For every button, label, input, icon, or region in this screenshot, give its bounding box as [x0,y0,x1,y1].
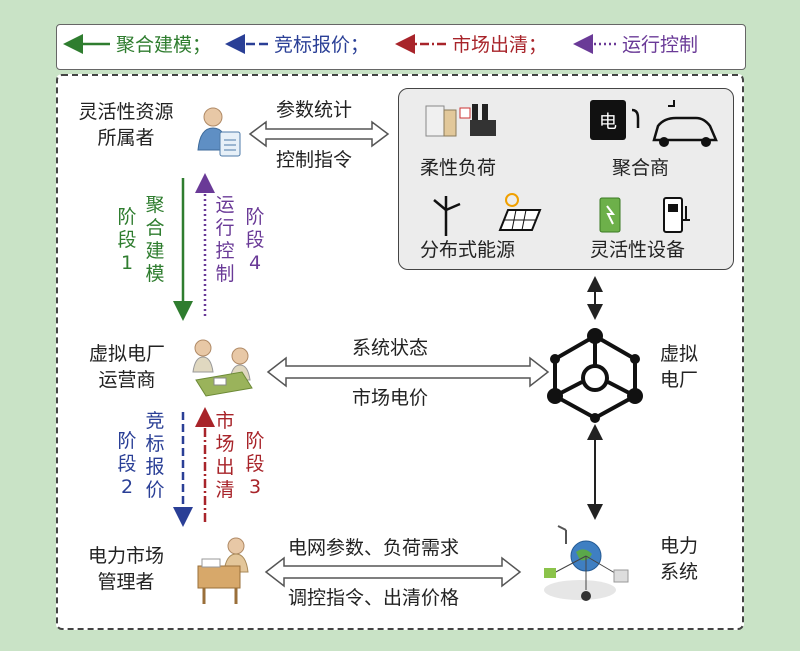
stage3-name: 市场出清 [215,410,235,501]
operator-label-2: 运营商 [98,369,156,391]
middle-double-arrow [266,356,550,388]
manager-label-1: 电力市场 [87,545,164,567]
top-exchange-lower: 控制指令 [276,149,353,171]
svg-text:电: 电 [599,112,617,133]
owner-person-icon [197,107,241,157]
power-system-label-1: 电力 [660,535,699,557]
flexible-load-label: 柔性负荷 [420,157,497,179]
legend-control-label: 运行控制 [622,34,699,56]
operator-label-1: 虚拟电厂 [88,343,165,365]
bottom-exchange-lower: 调控指令、出清价格 [288,587,460,609]
aggregator-label: 聚合商 [612,157,670,179]
stage4-label: 阶段4 [245,206,265,274]
bottom-double-arrow [264,556,522,588]
top-exchange-upper: 参数统计 [276,99,353,121]
manager-label-2: 管理者 [97,571,155,593]
solar-panel-icon [498,193,542,231]
flexible-load-icon [425,104,496,137]
vpp-network-icon [553,333,637,421]
manager-desk-icon [197,537,249,604]
flexible-device-label: 灵活性设备 [590,239,686,261]
operator-meeting-icon [192,339,253,397]
power-system-icon [544,525,629,601]
stage2-name: 竞标报价 [145,410,165,501]
legend-clearing-label: 市场出清； [452,34,548,56]
vpp-label-1: 虚拟 [660,343,699,365]
owner-label-1: 灵活性资源 [78,101,174,123]
vpp-label-2: 电厂 [660,369,699,391]
bottom-exchange-upper: 电网参数、负荷需求 [288,537,460,559]
top-double-arrow [248,120,390,148]
power-system-label-2: 系统 [660,561,699,583]
legend-aggregate-label: 聚合建模； [116,34,212,56]
distributed-energy-label: 分布式能源 [420,239,516,261]
stage3-label: 阶段3 [245,430,265,498]
transformer-icon [599,197,621,233]
owner-label-2: 所属者 [97,127,155,149]
middle-exchange-upper: 系统状态 [352,337,429,359]
battery-device-icon [663,197,690,233]
stage2-label: 阶段2 [117,430,137,498]
stage1-label: 阶段1 [117,206,137,274]
stage1-name: 聚合建模 [145,194,165,285]
middle-exchange-lower: 市场电价 [352,387,429,409]
aggregator-icon: 电 [590,100,718,147]
legend-bidding-label: 竞标报价； [274,34,370,56]
wind-turbine-icon [433,196,461,236]
stage4-name: 运行控制 [215,194,235,285]
